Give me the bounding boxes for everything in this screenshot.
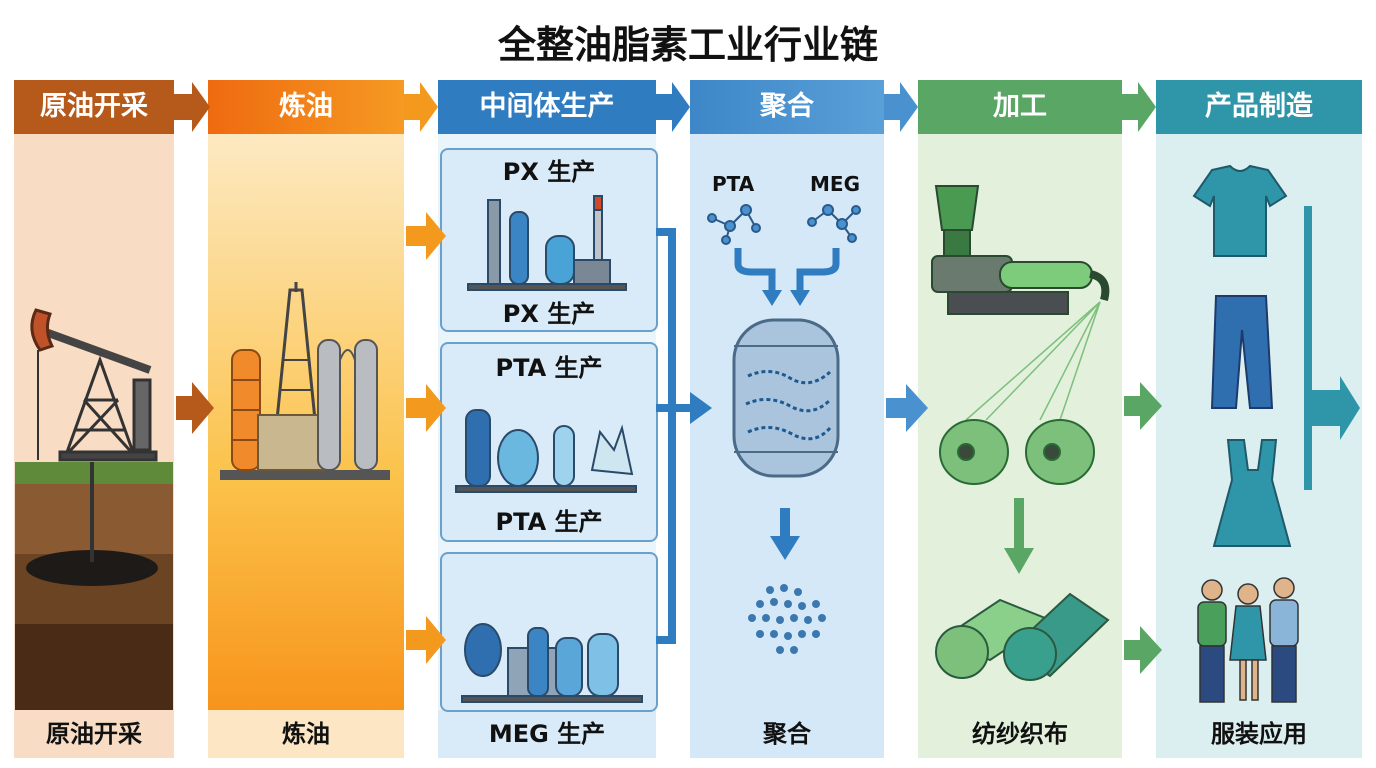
dress-icon [1212,439,1292,547]
reactor-icon [732,318,840,478]
px-plant-icon [467,195,627,291]
meg-plant-icon [461,623,643,703]
fabric-rolls-icon [935,592,1110,681]
header-arrow-1 [174,82,210,132]
header-arrow-5 [1122,82,1156,132]
stage-footer-manufacturing: 服装应用 [1156,710,1362,758]
collector-arrow [656,228,694,644]
flow-arrow-to-pta [406,384,446,432]
ground-layers [15,462,173,710]
filament-strands [965,301,1101,421]
down-arrow-shaft [780,508,790,538]
merge-arrows [734,248,840,294]
jeans-icon [1210,295,1274,409]
pta-plant-icon [455,409,637,493]
tshirt-icon [1192,164,1288,257]
stage-header-polymerization: 聚合 [690,80,884,134]
stage-header-intermediates: 中间体生产 [438,80,656,134]
flow-arrow-to-garments [1124,382,1162,430]
stage-footer-refining: 炼油 [208,710,404,758]
header-arrow-3 [656,82,690,132]
flow-arrow-to-polymerization [690,392,712,424]
header-arrows [174,82,1156,132]
down-arrow-green-shaft [1014,498,1024,550]
stage-header-manufacturing: 产品制造 [1156,80,1362,134]
header-arrow-2 [404,82,438,132]
stage-footer-intermediates: MEG 生产 [438,710,656,758]
refinery-icon [220,282,390,480]
header-arrow-4 [884,82,918,132]
molecule-label-pta: PTA [712,172,755,196]
stage-header-refining: 炼油 [208,80,404,134]
product-flow-arrow [1304,206,1360,490]
molecule-label-meg: MEG [810,172,860,196]
stage-footer-crude-extraction: 原油开采 [14,710,174,758]
flow-arrow-to-processing [886,384,928,432]
stage-footer-polymerization: 聚合 [690,710,884,758]
yarn-spools-icon [939,419,1095,485]
molecule-pta-icon [707,204,761,245]
flow-arrow-to-px [406,212,446,260]
pta-label-bottom: PTA 生产 [495,508,603,536]
pellets-icon [748,584,826,654]
down-arrow-head [770,536,800,560]
pta-label-top: PTA 生产 [495,354,603,382]
px-label-top: PX 生产 [502,158,596,186]
flow-arrow-crude-to-refining [176,382,214,434]
flow-arrow-to-meg [406,616,446,664]
stage-header-crude-extraction: 原油开采 [14,80,174,134]
px-label-bottom: PX 生产 [502,300,596,328]
stage-footer-processing: 纺纱织布 [918,710,1122,758]
down-arrow-green-head [1004,548,1034,574]
flow-arrow-to-people [1124,626,1162,674]
stage-header-processing: 加工 [918,80,1122,134]
people-icon [1197,577,1299,703]
molecule-meg-icon [807,204,861,243]
page-title: 全整油脂素工业行业链 [497,23,878,67]
extruder-icon [931,185,1110,315]
pump-jack-icon [30,308,158,462]
